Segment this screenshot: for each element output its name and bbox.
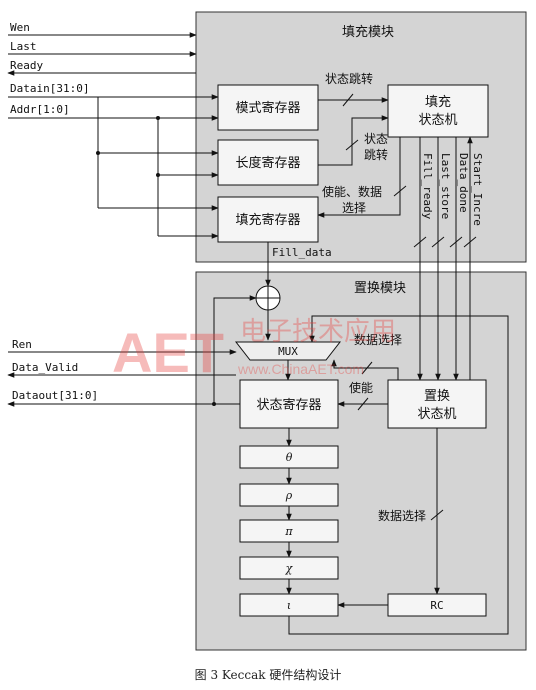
bus-slash xyxy=(393,185,407,197)
theta-label: θ xyxy=(286,451,293,464)
data-select-rc-label: 数据选择 xyxy=(378,508,426,523)
data-valid-label: Data_Valid xyxy=(12,361,78,374)
fill-ready-label: Fill_ready xyxy=(421,153,434,220)
fill-fsm xyxy=(387,84,489,138)
data-select-label: 数据选择 xyxy=(354,332,402,347)
state-jump-label-2b: 跳转 xyxy=(364,147,388,162)
pi-label: π xyxy=(284,525,293,538)
bus-slash xyxy=(361,361,373,375)
fill-fsm-label-1: 填充 xyxy=(425,94,451,110)
bus-slash xyxy=(449,236,463,248)
state-jump-label-1: 状态跳转 xyxy=(325,71,373,86)
permutation-module-title: 置换模块 xyxy=(354,281,406,296)
ren-label: Ren xyxy=(12,338,32,351)
mux-label: MUX xyxy=(278,345,298,358)
data-select-line xyxy=(331,359,399,380)
bus-slash xyxy=(357,397,369,411)
wen-label: Wen xyxy=(10,21,30,34)
fill-module-title: 填充模块 xyxy=(342,24,394,40)
state-feedback-to-xor xyxy=(213,295,257,404)
last-label: Last xyxy=(10,40,37,53)
bus-slash xyxy=(345,139,359,151)
watermark-cn: 电子技术应用 xyxy=(240,316,396,346)
chi-label: χ xyxy=(285,562,294,575)
watermark-logo: AET xyxy=(112,321,224,384)
fill-fsm-label-2: 状态机 xyxy=(418,113,457,128)
pad-register xyxy=(217,196,319,243)
permutation-fsm xyxy=(387,379,487,429)
mux xyxy=(234,341,342,361)
enable-label: 使能 xyxy=(349,380,373,395)
bus-slash xyxy=(342,93,354,107)
perm-fsm-label-2: 状态机 xyxy=(417,407,456,422)
datain-label: Datain[31:0] xyxy=(10,82,89,95)
state-register xyxy=(239,379,339,429)
pad-register-label: 填充寄存器 xyxy=(235,212,300,228)
mode-register-label: 模式寄存器 xyxy=(235,100,300,116)
enable-select-label-2: 选择 xyxy=(342,201,366,215)
dataout-label: Dataout[31:0] xyxy=(12,389,98,402)
length-to-fsm xyxy=(318,115,389,166)
start-incre-label: Start_Incre xyxy=(471,153,484,226)
iota-label: ι xyxy=(287,599,291,612)
addr-label: Addr[1:0] xyxy=(10,103,70,116)
bus-slash xyxy=(431,236,445,248)
state-jump-label-2a: 状态 xyxy=(364,132,388,146)
mode-register xyxy=(217,84,319,131)
figure-caption: 图 3 Keccak 硬件结构设计 xyxy=(195,667,342,682)
length-register xyxy=(217,139,319,186)
bus-slash xyxy=(413,236,427,248)
rc-label: RC xyxy=(430,599,443,612)
last-store-label: Last_store xyxy=(439,153,452,219)
state-register-label: 状态寄存器 xyxy=(256,397,321,413)
rho-label: ρ xyxy=(285,489,293,502)
iota-feedback-to-mux xyxy=(288,315,509,635)
perm-fsm-label-1: 置换 xyxy=(424,389,450,404)
ready-label: Ready xyxy=(10,59,43,72)
watermark-url: www.ChinaAET.com xyxy=(237,361,364,377)
bus-slash xyxy=(463,236,477,248)
length-register-label: 长度寄存器 xyxy=(235,155,300,171)
enable-select-label-1: 使能、数据 xyxy=(322,184,382,199)
data-done-label: Data_done xyxy=(457,153,470,213)
fill-data-label: Fill_data xyxy=(272,246,332,259)
bus-slash xyxy=(430,509,444,521)
fsm-to-pad xyxy=(317,137,401,218)
